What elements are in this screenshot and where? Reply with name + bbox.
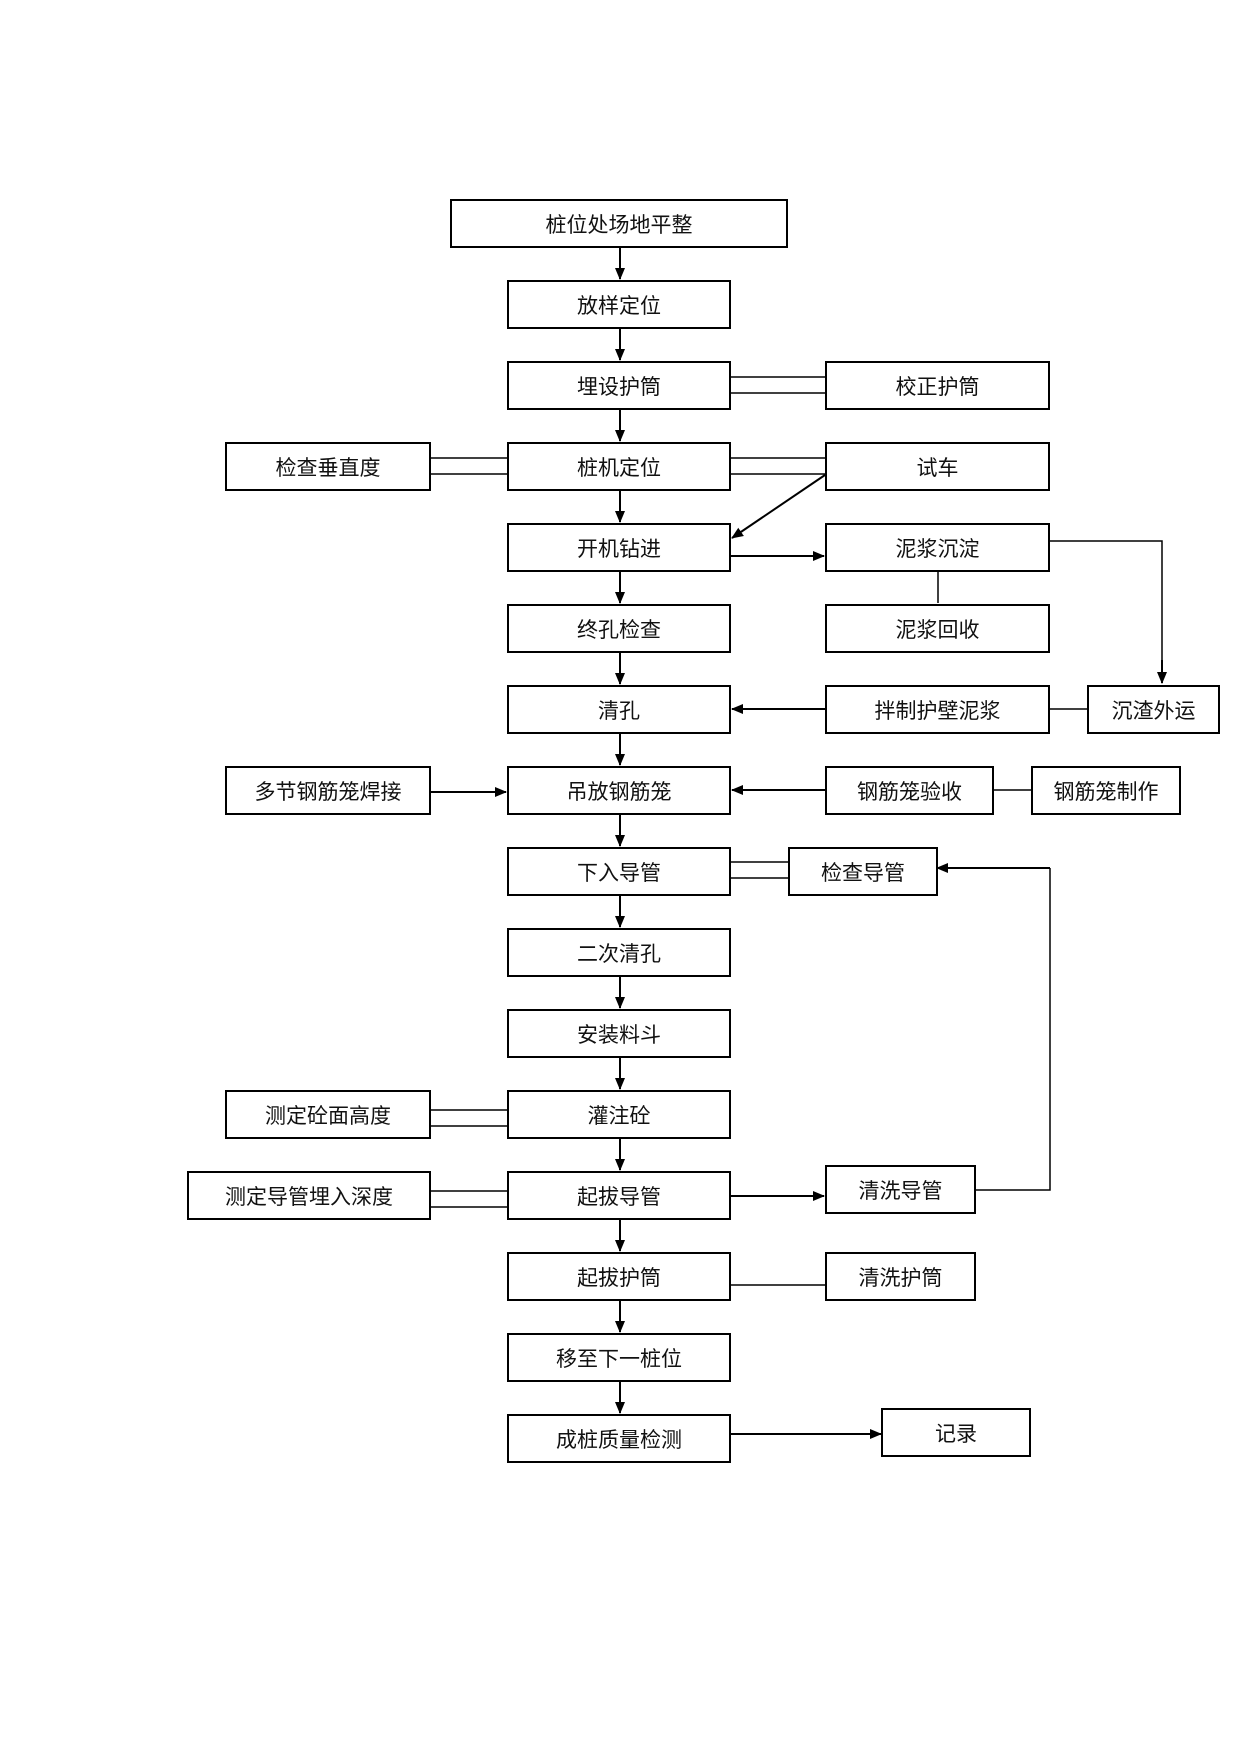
side-check-verticality: 检查垂直度 (225, 442, 431, 491)
step-start-drilling: 开机钻进 (507, 523, 731, 572)
step-second-cleaning: 二次清孔 (507, 928, 731, 977)
side-cage-acceptance: 钢筋笼验收 (825, 766, 994, 815)
side-wash-conduit: 清洗导管 (825, 1165, 976, 1214)
side-measure-conduit-depth: 测定导管埋入深度 (187, 1171, 431, 1220)
step-install-hopper: 安装料斗 (507, 1009, 731, 1058)
side-record: 记录 (881, 1408, 1031, 1457)
step-layout-positioning: 放样定位 (507, 280, 731, 329)
step-insert-conduit: 下入导管 (507, 847, 731, 896)
step-hole-cleaning: 清孔 (507, 685, 731, 734)
step-final-hole-check: 终孔检查 (507, 604, 731, 653)
step-rig-positioning: 桩机定位 (507, 442, 731, 491)
double-connectors (431, 376, 825, 1208)
step-lower-rebar-cage: 吊放钢筋笼 (507, 766, 731, 815)
side-wash-casing: 清洗护筒 (825, 1252, 976, 1301)
side-mix-slurry: 拌制护壁泥浆 (825, 685, 1050, 734)
single-connectors (731, 540, 1163, 1286)
step-move-next-pile: 移至下一桩位 (507, 1333, 731, 1382)
step-site-leveling: 桩位处场地平整 (450, 199, 788, 248)
side-multi-section-welding: 多节钢筋笼焊接 (225, 766, 431, 815)
side-cage-fabrication: 钢筋笼制作 (1031, 766, 1181, 815)
side-calibrate-casing: 校正护筒 (825, 361, 1050, 410)
side-sediment-transport: 沉渣外运 (1087, 685, 1220, 734)
side-arrows (431, 474, 1167, 1439)
step-bury-casing: 埋设护筒 (507, 361, 731, 410)
step-pull-conduit: 起拔导管 (507, 1171, 731, 1220)
step-pour-concrete: 灌注砼 (507, 1090, 731, 1139)
side-slurry-recovery: 泥浆回收 (825, 604, 1050, 653)
step-pull-casing: 起拔护筒 (507, 1252, 731, 1301)
side-check-conduit: 检查导管 (788, 847, 938, 896)
side-slurry-settling: 泥浆沉淀 (825, 523, 1050, 572)
side-measure-concrete-height: 测定砼面高度 (225, 1090, 431, 1139)
side-test-run: 试车 (825, 442, 1050, 491)
step-pile-quality-test: 成桩质量检测 (507, 1414, 731, 1463)
